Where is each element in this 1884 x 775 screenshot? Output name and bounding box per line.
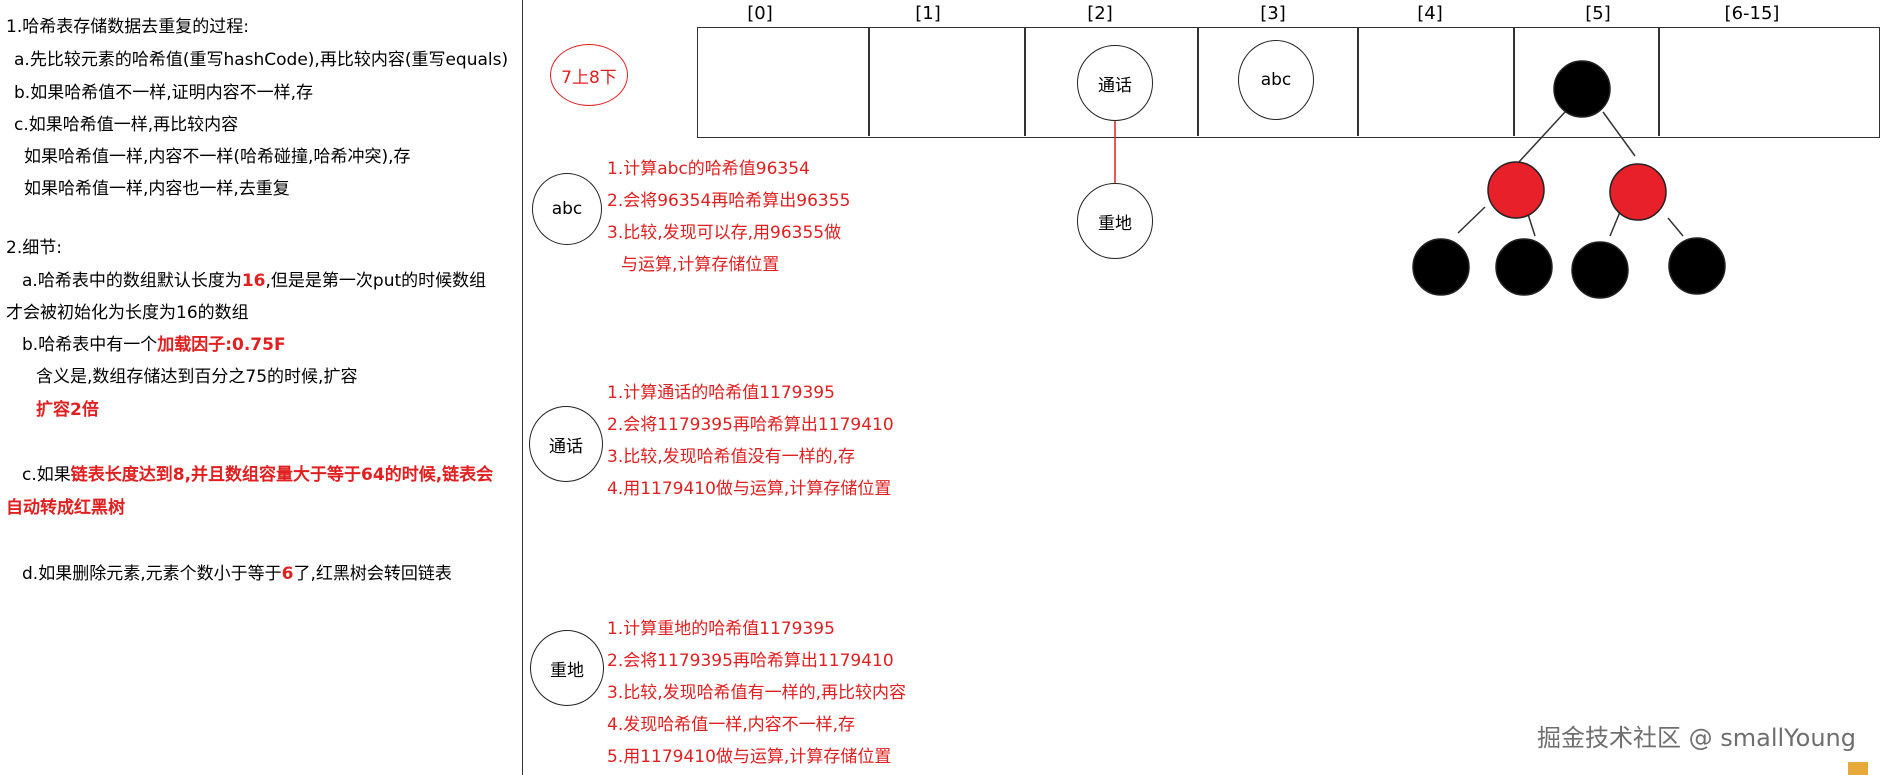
note-line-8-highlight: 16 [241, 271, 266, 291]
tree-edge [1457, 206, 1486, 234]
tree-leaf-node [1668, 237, 1726, 295]
note-line-14: 自动转成红黑树 [6, 498, 125, 518]
slot-divider [1513, 28, 1515, 136]
note-line-15: d.如果删除元素,元素个数小于等于6了,红黑树会转回链表 [22, 563, 452, 585]
step: 与运算,计算存储位置 [621, 255, 780, 275]
note-line-8-c: ,但是是第一次put的时候数组 [265, 271, 487, 291]
step: 1.计算重地的哈希值1179395 [607, 619, 835, 639]
note-line-15-c: 了,红黑树会转回链表 [293, 564, 452, 584]
step: 5.用1179410做与运算,计算存储位置 [607, 747, 892, 767]
tree-red-node-right [1609, 163, 1667, 221]
step: 2.会将1179395再哈希算出1179410 [607, 415, 894, 435]
note-line-15-highlight: 6 [281, 564, 294, 584]
index-6-15: [6-15] [1724, 3, 1780, 24]
tree-red-node-left [1487, 161, 1545, 219]
step: 1.计算通话的哈希值1179395 [607, 383, 835, 403]
tree-leaf-node [1412, 238, 1470, 296]
step: 2.会将1179395再哈希算出1179410 [607, 651, 894, 671]
step: 3.比较,发现哈希值有一样的,再比较内容 [607, 683, 907, 703]
step: 3.比较,发现可以存,用96355做 [607, 223, 842, 243]
slot3-node: abc [1238, 40, 1314, 120]
chained-node: 重地 [1077, 183, 1153, 259]
example-abc-steps: 1.计算abc的哈希值96354 2.会将96354再哈希算出96355 3.比… [607, 153, 850, 281]
tree-edge [1602, 111, 1636, 157]
slot-divider [1658, 28, 1660, 136]
note-line-12: 扩容2倍 [36, 400, 99, 420]
step: 4.用1179410做与运算,计算存储位置 [607, 479, 892, 499]
tree-edge [1609, 211, 1621, 237]
index-3: [3] [1260, 3, 1286, 24]
note-line-4: c.如果哈希值一样,再比较内容 [14, 115, 239, 135]
slot-divider [1357, 28, 1359, 136]
index-0: [0] [747, 3, 773, 24]
tree-leaf-node [1495, 238, 1553, 296]
note-line-10: b.哈希表中有一个加载因子:0.75F [22, 334, 286, 356]
note-line-8: a.哈希表中的数组默认长度为16,但是是第一次put的时候数组 [22, 270, 486, 292]
slot-divider [1024, 28, 1026, 136]
example-zhongdi-steps: 1.计算重地的哈希值1179395 2.会将1179395再哈希算出117941… [607, 613, 906, 773]
tree-edge [1667, 217, 1684, 237]
note-line-5: 如果哈希值一样,内容不一样(哈希碰撞,哈希冲突),存 [24, 147, 411, 167]
note-line-13-highlight: 链表长度达到8,并且数组容量大于等于64的时候,链表会 [70, 465, 494, 485]
note-line-3: b.如果哈希值不一样,证明内容不一样,存 [14, 83, 314, 103]
slot2-node: 通话 [1077, 45, 1153, 121]
note-line-2: a.先比较元素的哈希值(重写hashCode),再比较内容(重写equals) [14, 50, 509, 70]
note-line-13: c.如果链表长度达到8,并且数组容量大于等于64的时候,链表会 [22, 464, 493, 486]
example-abc-node: abc [532, 173, 602, 245]
note-line-1: 1.哈希表存储数据去重复的过程: [6, 17, 249, 37]
note-line-11: 含义是,数组存储达到百分之75的时候,扩容 [36, 367, 358, 387]
slot-divider [868, 28, 870, 136]
tree-root-node [1553, 60, 1611, 118]
slot-divider [1197, 28, 1199, 136]
index-5: [5] [1585, 3, 1611, 24]
notes-panel: 1.哈希表存储数据去重复的过程: a.先比较元素的哈希值(重写hashCode)… [0, 0, 523, 775]
note-line-8-a: a.哈希表中的数组默认长度为 [22, 271, 242, 291]
tree-leaf-node [1571, 241, 1629, 299]
example-tonghua-node: 通话 [529, 406, 603, 482]
step: 4.发现哈希值一样,内容不一样,存 [607, 715, 856, 735]
index-1: [1] [915, 3, 941, 24]
note-line-10-highlight: 加载因子:0.75F [157, 335, 286, 355]
index-4: [4] [1417, 3, 1443, 24]
note-line-7: 2.细节: [6, 238, 62, 258]
note-line-10-a: b.哈希表中有一个 [22, 335, 158, 355]
note-line-15-a: d.如果删除元素,元素个数小于等于 [22, 564, 282, 584]
note-line-9: 才会被初始化为长度为16的数组 [6, 303, 249, 323]
hash-array [697, 27, 1880, 138]
step: 2.会将96354再哈希算出96355 [607, 191, 851, 211]
tree-edge [1517, 111, 1566, 164]
example-tonghua-steps: 1.计算通话的哈希值1179395 2.会将1179395再哈希算出117941… [607, 377, 894, 505]
note-line-6: 如果哈希值一样,内容也一样,去重复 [24, 179, 290, 199]
threshold-oval: 7上8下 [550, 44, 628, 106]
index-2: [2] [1087, 3, 1113, 24]
note-line-13-a: c.如果 [22, 465, 71, 485]
watermark: 掘金技术社区 @ smallYoung [1537, 724, 1856, 752]
step: 3.比较,发现哈希值没有一样的,存 [607, 447, 856, 467]
example-zhongdi-node: 重地 [530, 630, 604, 706]
watermark-accent [1848, 762, 1868, 775]
step: 1.计算abc的哈希值96354 [607, 159, 810, 179]
